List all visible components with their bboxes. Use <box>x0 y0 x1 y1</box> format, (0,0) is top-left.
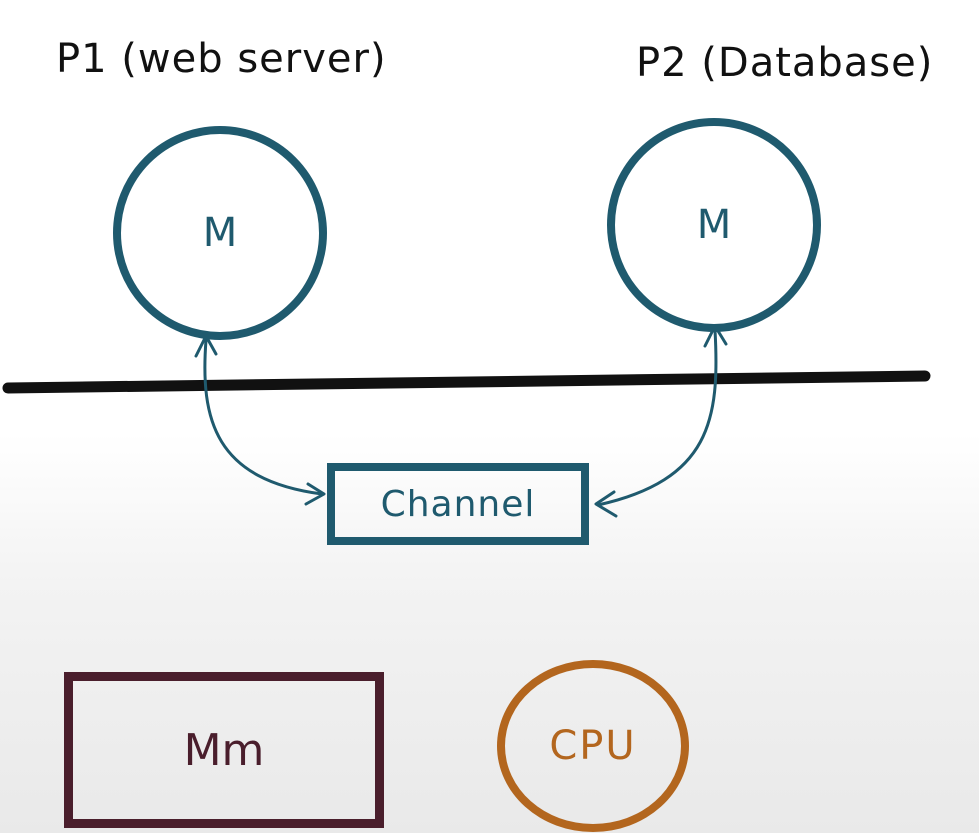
kernel-divider-line <box>2 370 931 394</box>
p1-channel-connector <box>203 338 324 496</box>
p2-title: P2 (Database) <box>636 40 934 86</box>
channel-label: Channel <box>380 483 536 525</box>
cpu-label: CPU <box>549 723 637 769</box>
p2-process-circle: M <box>607 118 821 332</box>
p1-memory-label: M <box>202 210 238 256</box>
main-memory-box: Mm <box>64 672 384 828</box>
p1-title: P1 (web server) <box>56 36 387 82</box>
main-memory-label: Mm <box>183 724 265 776</box>
p1-process-circle: M <box>113 126 327 340</box>
p2-memory-label: M <box>696 202 732 248</box>
channel-box: Channel <box>327 463 589 545</box>
p2-arrowhead-channel <box>594 490 618 518</box>
p2-channel-connector <box>596 328 718 507</box>
cpu-circle: CPU <box>497 660 689 832</box>
p1-arrowhead-channel <box>304 482 326 506</box>
